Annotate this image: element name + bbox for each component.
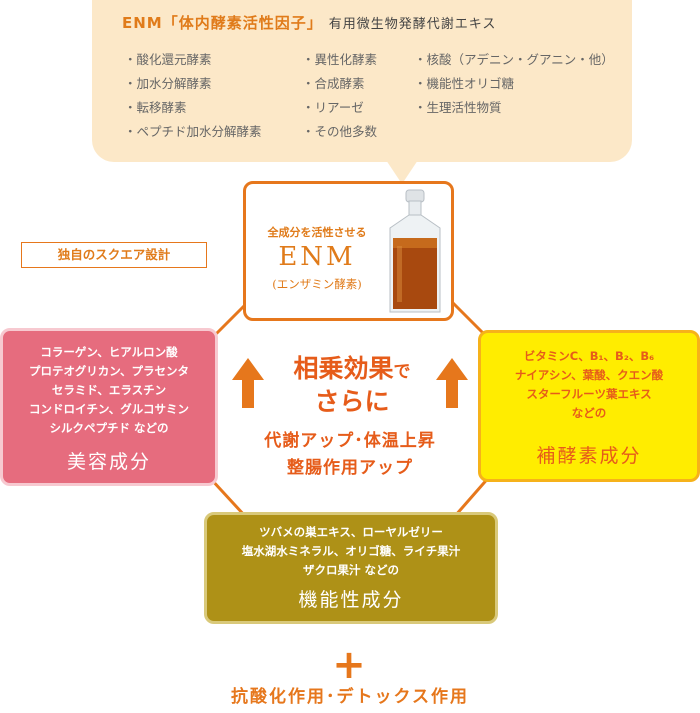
- synergy-line-1: 相乗効果: [293, 354, 394, 383]
- list-item: ・加水分解酵素: [124, 76, 212, 91]
- up-arrow-right-icon: [436, 358, 468, 408]
- enm-subtitle: (エンザミン酵素): [272, 277, 362, 291]
- synergy-line-2: さらに: [314, 387, 390, 416]
- bottom-benefit: 抗酸化作用･デトックス作用: [231, 687, 469, 707]
- bubble-title: ENM「体内酵素活性因子」有用微生物発酵代謝エキス: [122, 12, 496, 33]
- enm-caption: 全成分を活性させる: [267, 226, 367, 239]
- list-item: スターフルーツ葉エキス: [526, 387, 652, 401]
- enm-box: 全成分を活性させる ENM (エンザミン酵素): [243, 181, 454, 321]
- design-tag: 独自のスクエア設計: [21, 242, 207, 268]
- synergy-benefits: 代謝アップ･体温上昇 整腸作用アップ: [224, 428, 476, 482]
- ingredient-bubble: [92, 0, 632, 162]
- up-arrow-left-icon: [232, 358, 264, 408]
- plus-icon: +: [332, 642, 366, 688]
- functional-ingredients-box: ツバメの巣エキス、ローヤルゼリー 塩水湖水ミネラル、オリゴ糖、ライチ果汁 ザクロ…: [204, 512, 498, 624]
- list-item: ・その他多数: [302, 124, 378, 139]
- list-item: ・合成酵素: [302, 76, 365, 91]
- functional-ingredients-heading: 機能性成分: [298, 589, 404, 611]
- beauty-ingredients-list: コラーゲン、ヒアルロン酸 プロテオグリカン、プラセンタ セラミド、エラスチン コ…: [3, 343, 215, 438]
- bubble-tail: [386, 160, 418, 184]
- bubble-col-2: ・異性化酵素 ・合成酵素 ・リアーゼ ・その他多数: [302, 48, 377, 144]
- list-item: ・核酸（アデニン・グアニン・他）: [414, 52, 614, 67]
- benefit-line-1: 代謝アップ･体温上昇: [264, 431, 436, 451]
- beauty-ingredients-heading: 美容成分: [66, 451, 151, 473]
- list-item: セラミド、エラスチン: [51, 383, 167, 397]
- list-item: ・転移酵素: [124, 100, 187, 115]
- list-item: 塩水湖水ミネラル、オリゴ糖、ライチ果汁: [241, 544, 461, 558]
- list-item: コンドロイチン、グルコサミン: [28, 402, 190, 416]
- list-item: ・ペプチド加水分解酵素: [124, 124, 262, 139]
- list-item: ツバメの巣エキス、ローヤルゼリー: [259, 525, 443, 539]
- synergy-line-1-suffix: で: [393, 362, 411, 382]
- coenzyme-list: ビタミンC、B₁、B₂、B₆ ナイアシン、葉酸、クエン酸 スターフルーツ葉エキス…: [481, 347, 697, 423]
- bubble-col-1: ・酸化還元酵素 ・加水分解酵素 ・転移酵素 ・ペプチド加水分解酵素: [124, 48, 262, 144]
- bubble-title-main: ENM「体内酵素活性因子」: [122, 14, 323, 32]
- bubble-title-sub: 有用微生物発酵代謝エキス: [328, 17, 497, 32]
- synergy-heading: 相乗効果で さらに: [272, 354, 432, 416]
- bottle-icon: [389, 189, 441, 313]
- functional-ingredients-list: ツバメの巣エキス、ローヤルゼリー 塩水湖水ミネラル、オリゴ糖、ライチ果汁 ザクロ…: [207, 523, 495, 580]
- enm-title: ENM: [278, 242, 356, 272]
- list-item: ・異性化酵素: [302, 52, 378, 67]
- coenzyme-box: ビタミンC、B₁、B₂、B₆ ナイアシン、葉酸、クエン酸 スターフルーツ葉エキス…: [478, 330, 700, 482]
- benefit-line-2: 整腸作用アップ: [287, 458, 413, 478]
- list-item: ・生理活性物質: [414, 100, 502, 115]
- list-item: ・機能性オリゴ糖: [414, 76, 515, 91]
- beauty-ingredients-box: コラーゲン、ヒアルロン酸 プロテオグリカン、プラセンタ セラミド、エラスチン コ…: [0, 328, 218, 486]
- list-item: プロテオグリカン、プラセンタ: [28, 364, 190, 378]
- list-item: などの: [571, 406, 607, 420]
- list-item: ・酸化還元酵素: [124, 52, 212, 67]
- list-item: ザクロ果汁 などの: [302, 563, 399, 577]
- list-item: コラーゲン、ヒアルロン酸: [40, 345, 178, 359]
- bubble-col-3: ・核酸（アデニン・グアニン・他） ・機能性オリゴ糖 ・生理活性物質: [414, 48, 614, 120]
- list-item: ビタミンC、B₁、B₂、B₆: [523, 349, 655, 363]
- list-item: シルクペプチド などの: [49, 421, 169, 435]
- coenzyme-heading: 補酵素成分: [536, 445, 642, 467]
- list-item: ・リアーゼ: [302, 100, 364, 115]
- list-item: ナイアシン、葉酸、クエン酸: [514, 368, 664, 382]
